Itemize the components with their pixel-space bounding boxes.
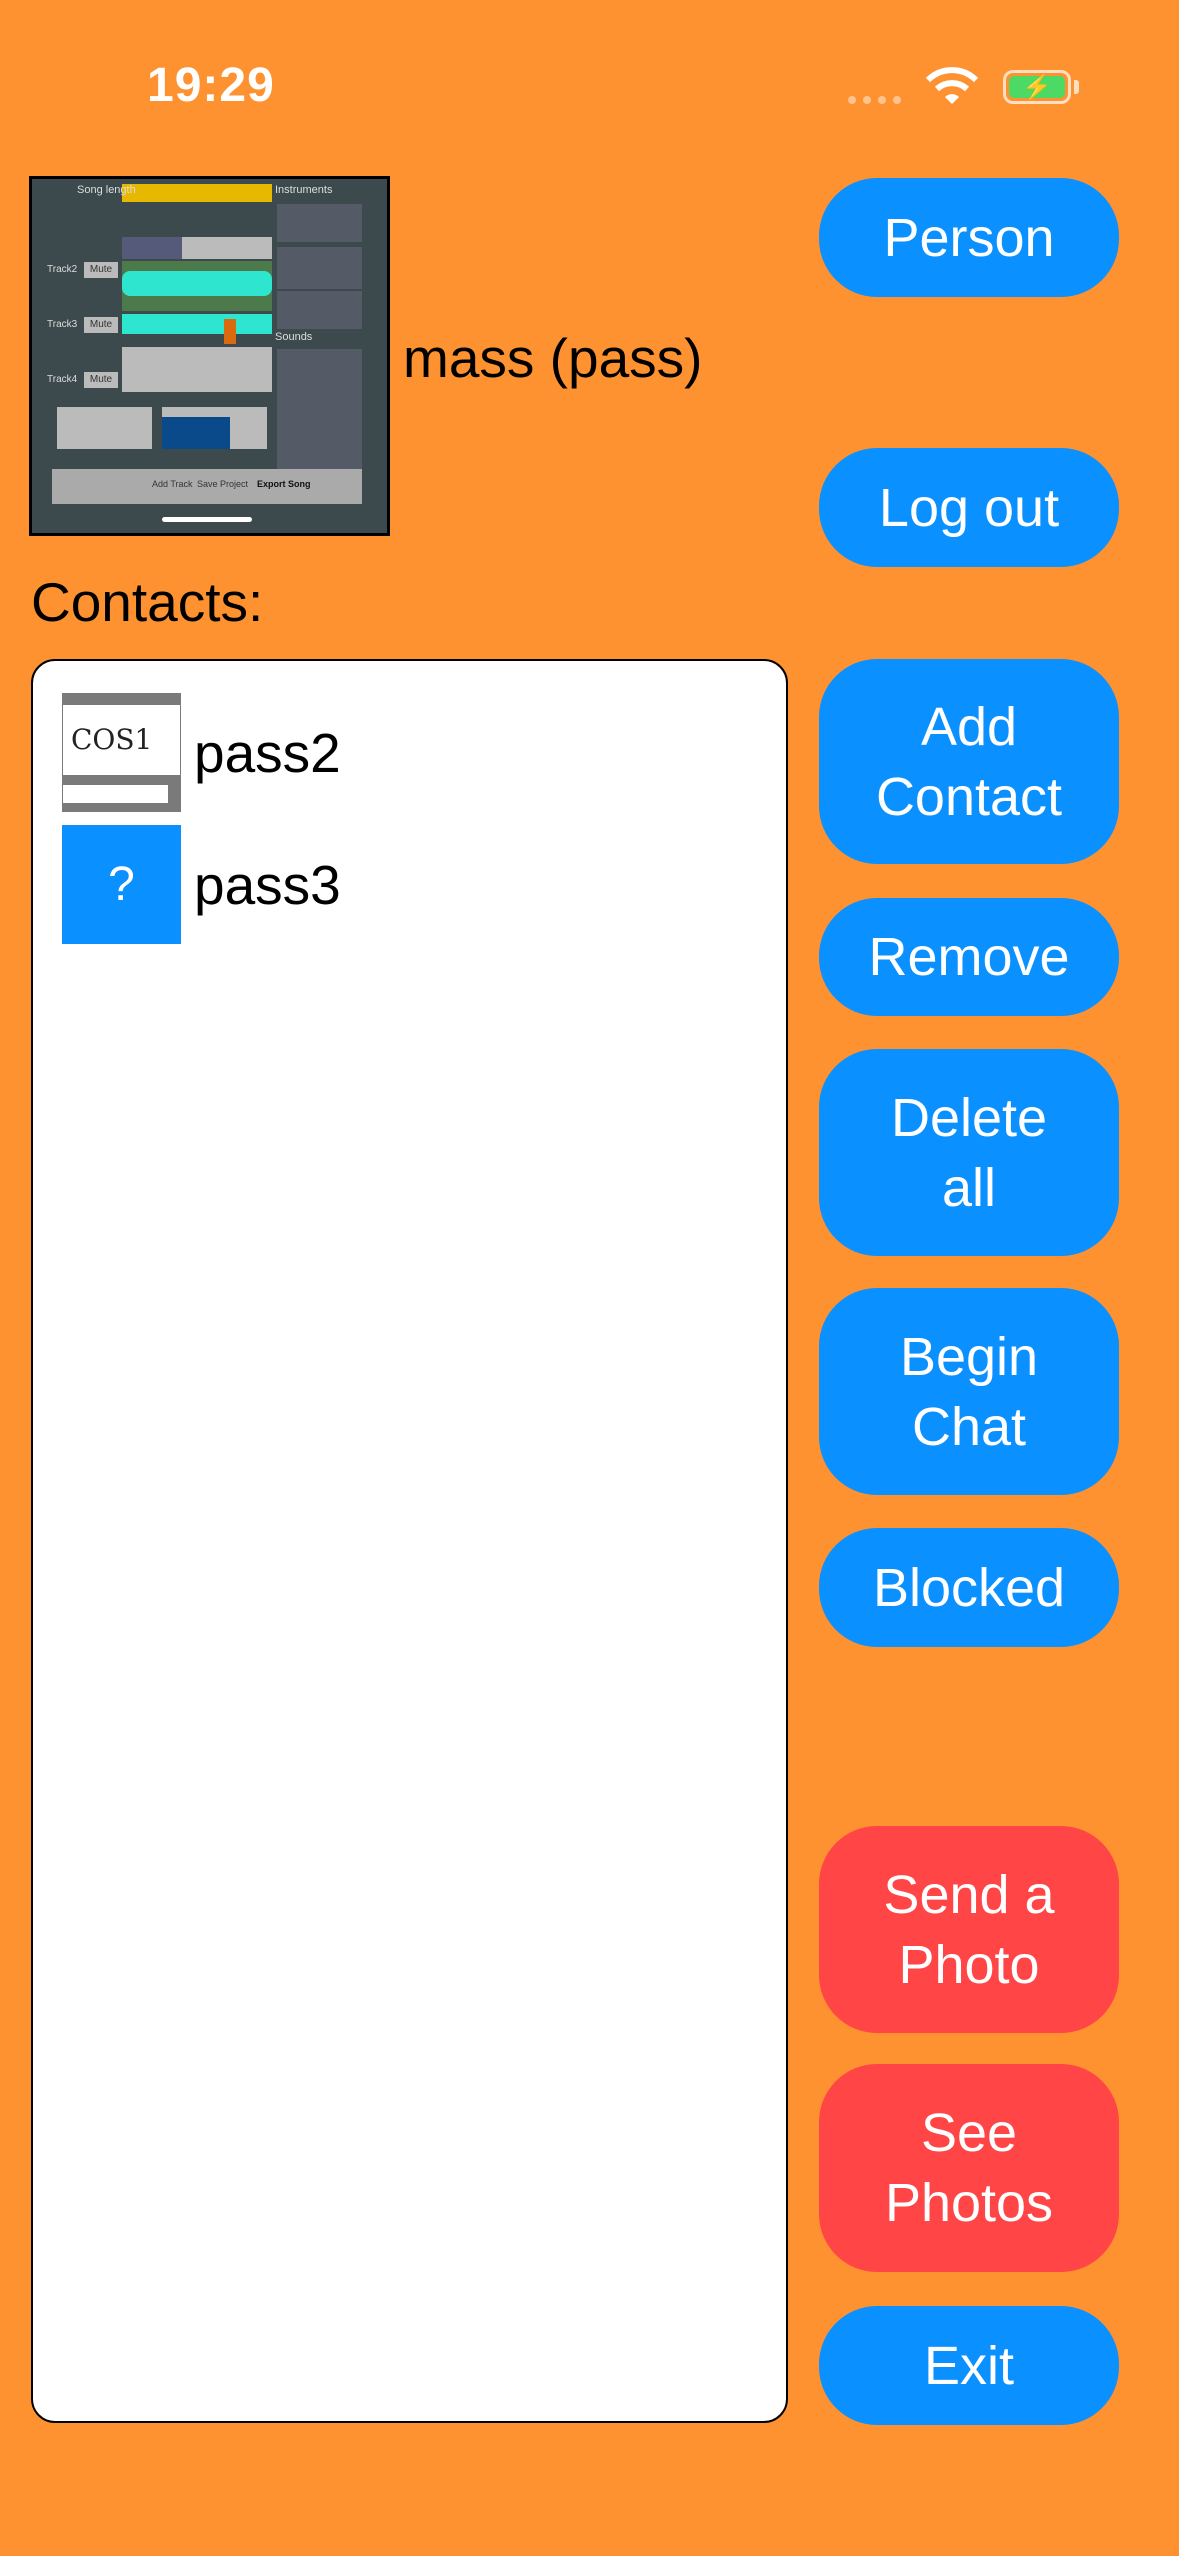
img-mute-track2: Mute <box>84 262 118 278</box>
see-photos-button[interactable]: See Photos <box>819 2064 1119 2272</box>
img-track4: Track4 <box>47 374 78 385</box>
img-export-song: Export Song <box>257 479 311 489</box>
img-track2: Track2 <box>47 264 78 275</box>
log-out-button[interactable]: Log out <box>819 448 1119 567</box>
delete-all-button[interactable]: Delete all <box>819 1049 1119 1256</box>
contact-name: pass2 <box>194 721 341 784</box>
avatar-handwriting: COS1 <box>63 705 180 775</box>
status-time: 19:29 <box>147 59 275 112</box>
add-contact-button[interactable]: Add Contact <box>819 659 1119 864</box>
img-sounds: Sounds <box>275 331 313 343</box>
battery-charging-icon: ⚡ <box>1003 70 1071 104</box>
contact-row-pass2[interactable]: COS1 pass2 <box>62 693 341 812</box>
contact-row-pass3[interactable]: ? pass3 <box>62 825 341 944</box>
exit-button[interactable]: Exit <box>819 2306 1119 2425</box>
img-save-project: Save Project <box>197 479 249 489</box>
begin-chat-button[interactable]: Begin Chat <box>819 1288 1119 1495</box>
img-mute-track4: Mute <box>84 372 118 388</box>
img-add-track: Add Track <box>152 479 193 489</box>
remove-button[interactable]: Remove <box>819 898 1119 1016</box>
wifi-icon <box>926 67 978 104</box>
contacts-heading: Contacts: <box>31 571 264 633</box>
send-photo-button[interactable]: Send a Photo <box>819 1826 1119 2033</box>
username-label: mass (pass) <box>403 327 703 389</box>
img-instruments: Instruments <box>275 184 333 196</box>
blocked-button[interactable]: Blocked <box>819 1528 1119 1647</box>
img-mute-track3: Mute <box>84 317 118 333</box>
contact-avatar: COS1 <box>62 693 181 812</box>
contact-name: pass3 <box>194 853 341 916</box>
img-song-length: Song length <box>77 184 136 196</box>
person-button[interactable]: Person <box>819 178 1119 297</box>
battery-cap <box>1074 80 1079 94</box>
contacts-list[interactable]: COS1 pass2 ? pass3 <box>31 659 788 2423</box>
img-track3: Track3 <box>47 319 78 330</box>
unknown-avatar-icon: ? <box>62 825 181 944</box>
profile-image[interactable]: Song length Instruments Sounds Track2 Mu… <box>29 176 390 536</box>
